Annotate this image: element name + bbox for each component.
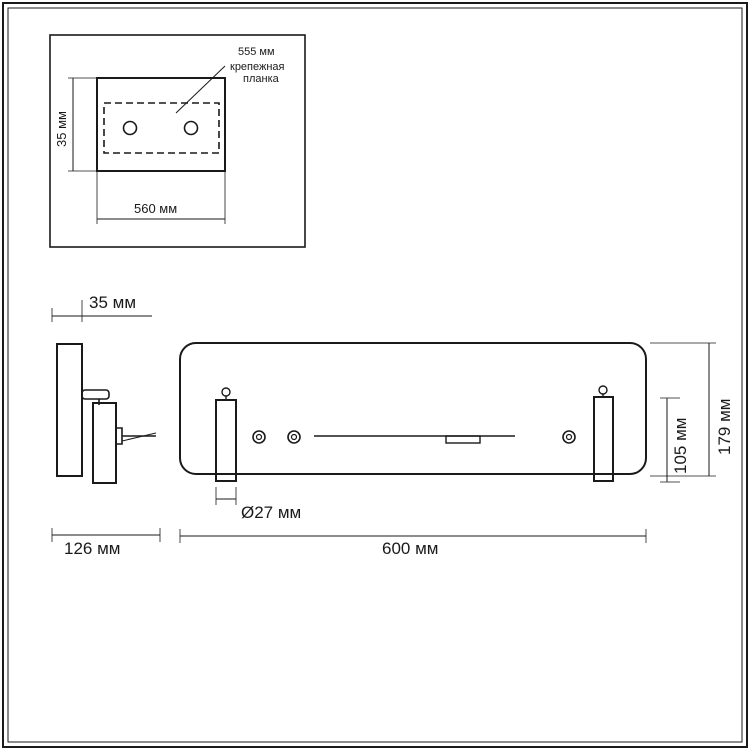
plate-name-line1: крепежная bbox=[230, 61, 285, 73]
diameter-label: Ø27 мм bbox=[241, 503, 302, 522]
side-depth-label: 35 мм bbox=[89, 293, 137, 312]
front-view bbox=[179, 342, 716, 543]
mounting-inset bbox=[49, 34, 306, 248]
length-label: 600 мм bbox=[382, 539, 439, 558]
plate-name-line2: планка bbox=[243, 73, 279, 85]
total-height-label: 179 мм bbox=[715, 398, 734, 455]
side-width-label: 126 мм bbox=[64, 539, 121, 558]
side-view bbox=[51, 300, 161, 542]
inner-height-label: 105 мм bbox=[671, 417, 690, 474]
inset-height-label: 35 мм bbox=[54, 111, 69, 147]
plate-length-label: 555 мм bbox=[238, 46, 275, 58]
inset-width-label: 560 мм bbox=[134, 201, 178, 216]
